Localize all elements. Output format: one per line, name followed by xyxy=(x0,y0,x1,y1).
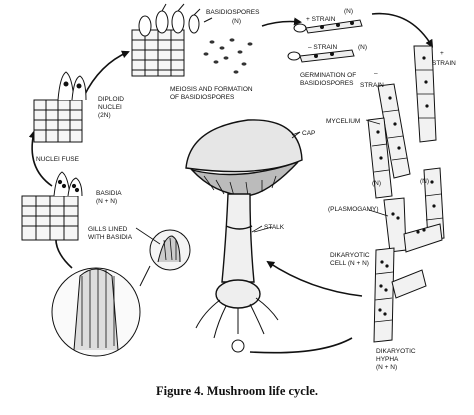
label-diploid-line3: (2N) xyxy=(98,112,111,119)
label-dikaryotic-hypha-line1: DIKARYOTIC xyxy=(376,348,416,355)
label-dikaryotic-cell-line2: CELL (N + N) xyxy=(330,260,369,267)
label-nuclei-fuse: NUCLEI FUSE xyxy=(36,156,79,163)
hypha-minus-strain xyxy=(377,83,411,179)
label-right-plus: + xyxy=(440,50,444,57)
label-minus-strain-n: (N) xyxy=(358,44,368,51)
hyphae-septa xyxy=(371,69,444,323)
label-dikaryotic-hypha-line2: HYPHA xyxy=(376,356,399,363)
label-meiosis-line2: OF BASIDIOSPORES xyxy=(170,94,235,101)
gills-magnified xyxy=(51,265,151,357)
arrow-basidia-to-diploid xyxy=(28,130,53,187)
arrow-hypha-to-mushroom xyxy=(266,260,363,297)
figure-caption: Figure 4. Mushroom life cycle. xyxy=(155,384,318,398)
label-gills-line2: WITH BASIDIA xyxy=(88,234,133,241)
mushroom-cap xyxy=(185,119,303,173)
label-gills-line1: GILLS LINED xyxy=(88,226,128,233)
label-right-strain-top: STRAIN xyxy=(432,60,456,67)
hypha-dikaryotic-branch xyxy=(403,223,443,253)
mushroom-drawing xyxy=(185,119,303,339)
hypha-dikaryotic-side xyxy=(391,269,427,299)
label-basidia-line2: (N + N) xyxy=(96,198,118,205)
label-diploid-line2: NUCLEI xyxy=(98,104,122,111)
label-stalk: STALK xyxy=(264,224,285,231)
arrow-strains-to-right xyxy=(371,12,434,48)
label-n-left: (N) xyxy=(372,180,382,187)
hypha-right-branch xyxy=(423,167,445,241)
label-dikaryotic-hypha-line3: (N + N) xyxy=(376,364,398,371)
label-meiosis-line1: MEIOSIS AND FORMATION xyxy=(170,86,253,93)
arrow-ground-to-hypha xyxy=(249,337,353,354)
diploid-basidia-drawing xyxy=(33,71,87,143)
hyphae-nuclei xyxy=(376,56,436,316)
label-mycelium: MYCELIUM xyxy=(326,118,361,125)
label-germination-line2: BASIDIOSPORES xyxy=(300,80,354,87)
mushroom-gills xyxy=(189,161,299,197)
scattered-spores xyxy=(203,38,253,74)
label-n-right: (N) xyxy=(420,178,430,185)
label-dikaryotic-cell-line1: DIKARYOTIC xyxy=(330,252,370,259)
connector-circle xyxy=(231,339,245,353)
mushroom-roots xyxy=(195,297,279,339)
mushroom-base xyxy=(215,279,261,309)
hypha-fused xyxy=(383,197,407,253)
basidia-top-drawing xyxy=(131,3,213,77)
label-diploid-line1: DIPLOID xyxy=(98,96,125,103)
label-plus-strain-n: (N) xyxy=(344,8,354,15)
label-cap: CAP xyxy=(302,130,316,137)
gill-section-small-circle xyxy=(149,229,191,271)
label-plus-strain: + STRAIN xyxy=(306,16,336,23)
label-plasmogamy: (PLASMOGAMY) xyxy=(328,206,379,213)
cycle-arrows xyxy=(28,12,434,354)
leader-lines xyxy=(135,119,389,245)
label-minus-strain: – STRAIN xyxy=(308,44,338,51)
mushroom-stalk xyxy=(221,193,255,283)
basidia-nn-drawing xyxy=(21,171,83,241)
label-germination-line1: GERMINATION OF xyxy=(300,72,357,79)
label-basidia-line1: BASIDIA xyxy=(96,190,122,197)
hypha-dikaryotic-main xyxy=(373,247,395,343)
label-right-minus: – xyxy=(374,70,378,77)
label-basidiospores: BASIDIOSPORES xyxy=(206,9,260,16)
arrow-diploid-to-meiosis xyxy=(83,50,130,97)
label-right-strain-mid: STRAIN xyxy=(360,82,384,89)
hyphae-drawing xyxy=(367,45,445,343)
arrow-spores-to-strains xyxy=(261,17,302,27)
label-basidiospores-n: (N) xyxy=(232,18,242,25)
germinating-spores xyxy=(287,19,363,63)
